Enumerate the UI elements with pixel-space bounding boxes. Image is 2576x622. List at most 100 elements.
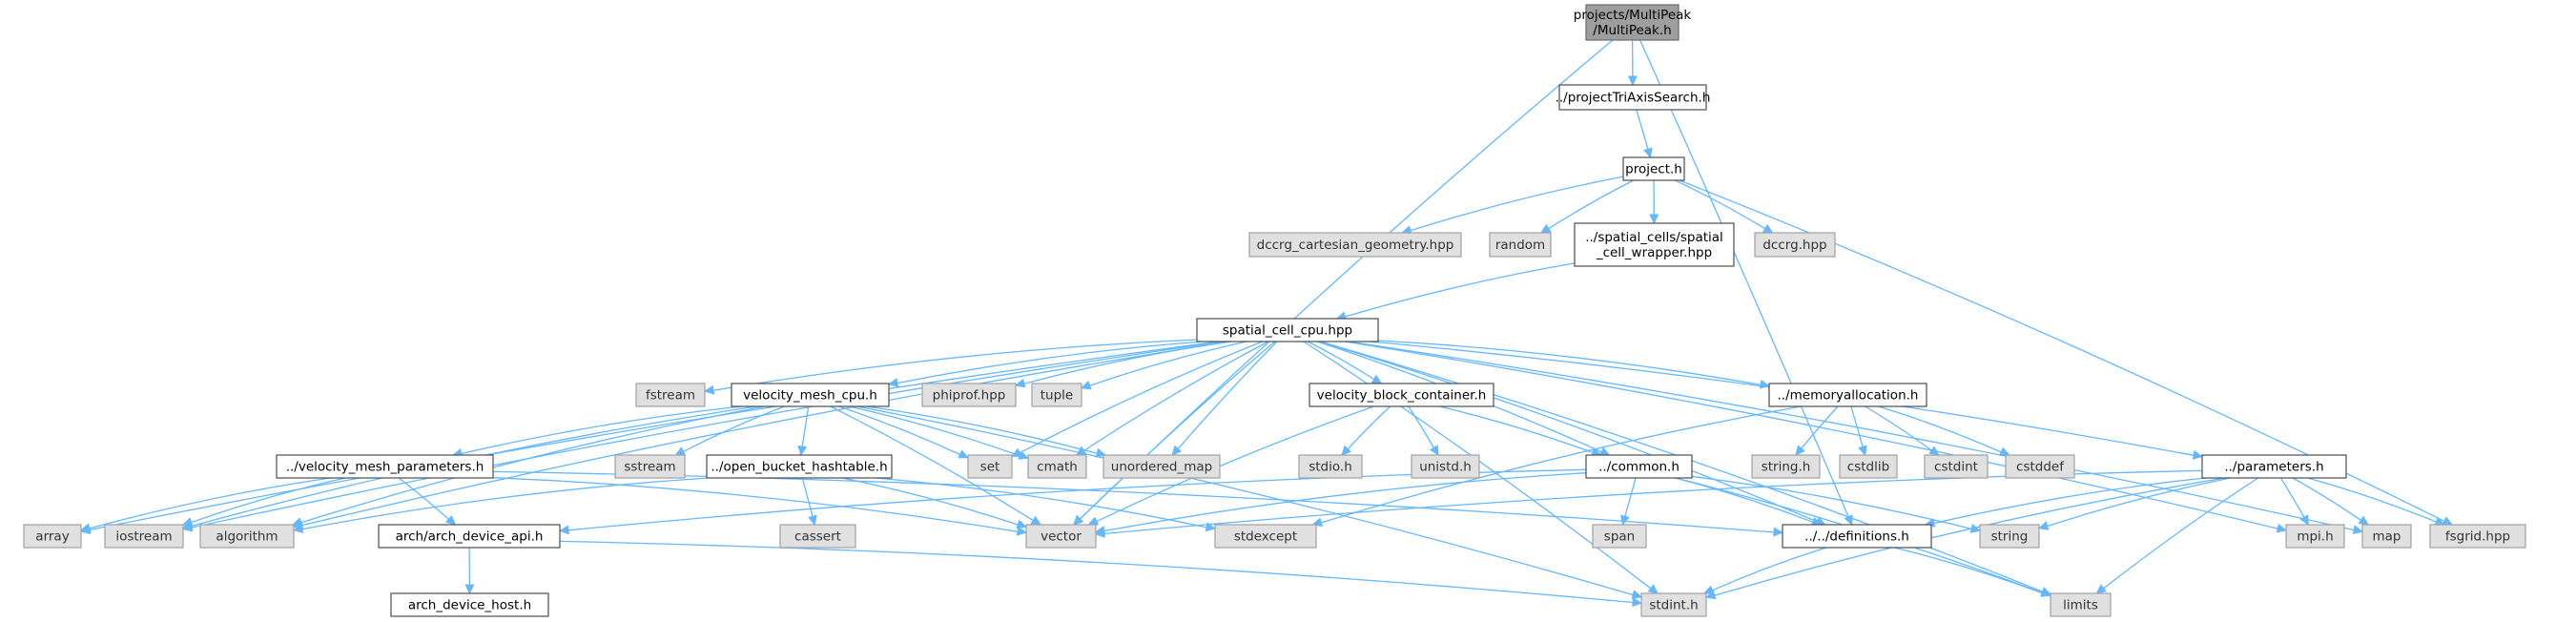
node-archapi[interactable]: arch/arch_device_api.h xyxy=(378,524,561,549)
node-label: ../velocity_mesh_parameters.h xyxy=(286,460,484,475)
node-box xyxy=(390,592,549,617)
node-label: arch/arch_device_api.h xyxy=(396,529,544,545)
edge-vbc-to-common xyxy=(1439,405,1602,457)
node-algorithm: algorithm xyxy=(199,524,295,549)
node-box xyxy=(1574,222,1735,267)
node-cmath: cmath xyxy=(1027,454,1087,479)
node-label: ../spatial_cells/spatial xyxy=(1585,230,1723,245)
edge-archapi-to-stdint xyxy=(559,540,1643,608)
edge-scc-to-algorithm xyxy=(292,341,1230,529)
edge-params-to-fsgrid xyxy=(2307,477,2445,527)
node-label: arch_device_host.h xyxy=(408,598,531,613)
edge-vmc-to-vmp xyxy=(451,405,743,458)
edge-obh-to-cassert xyxy=(801,477,817,527)
node-layer: projects/MultiPeak/MultiPeak.h ../project… xyxy=(23,4,2526,617)
edge-scc-to-vector xyxy=(1072,341,1276,526)
node-label: dccrg.hpp xyxy=(1762,238,1826,253)
node-vector: vector xyxy=(1025,524,1097,549)
edge-vbc-to-stdio xyxy=(1341,405,1391,456)
edge-vmc-to-umap xyxy=(866,405,1107,458)
node-limits: limits xyxy=(2050,592,2112,617)
node-box xyxy=(2201,454,2347,479)
node-wrapper[interactable]: ../spatial_cells/spatial_cell_wrapper.hp… xyxy=(1574,222,1735,267)
node-defs[interactable]: ../../definitions.h xyxy=(1782,524,1932,549)
node-vmp[interactable]: ../velocity_mesh_parameters.h xyxy=(276,454,494,479)
node-vmc[interactable]: velocity_mesh_cpu.h xyxy=(731,383,890,407)
node-label: ../memoryallocation.h xyxy=(1778,388,1919,404)
edge-obh-to-vector xyxy=(841,477,1028,529)
node-common[interactable]: ../common.h xyxy=(1585,454,1693,479)
node-label: limits xyxy=(2063,598,2098,613)
node-box xyxy=(1751,454,1821,479)
node-box xyxy=(23,524,82,549)
edge-memalloc-to-stringh xyxy=(1795,405,1839,456)
edge-vbc-to-unistd xyxy=(1408,405,1439,457)
node-project[interactable]: project.h xyxy=(1622,156,1685,181)
node-label: fsgrid.hpp xyxy=(2445,529,2510,545)
node-box xyxy=(731,383,890,407)
node-box xyxy=(921,383,1017,407)
node-box xyxy=(635,383,706,407)
node-stdexcept: stdexcept xyxy=(1214,524,1317,549)
edge-defs-to-limits xyxy=(1893,547,2052,597)
node-label: ../open_bucket_hashtable.h xyxy=(711,460,887,475)
node-root[interactable]: projects/MultiPeak/MultiPeak.h xyxy=(1574,4,1692,41)
node-box xyxy=(1839,454,1898,479)
edge-memalloc-to-cstdint xyxy=(1865,405,1940,456)
node-cstdint: cstdint xyxy=(1924,454,1989,479)
node-box xyxy=(1585,4,1680,41)
node-box xyxy=(1754,232,1836,258)
node-label: ../projectTriAxisSearch.h xyxy=(1556,91,1711,106)
node-box xyxy=(1979,524,2040,549)
node-box xyxy=(199,524,295,549)
node-box xyxy=(1489,232,1552,258)
edge-vmp-to-vector xyxy=(492,477,1028,536)
node-projTri[interactable]: ../projectTriAxisSearch.h xyxy=(1556,84,1711,111)
node-box xyxy=(1411,454,1480,479)
edge-archapi-to-archhost xyxy=(464,547,475,595)
node-params[interactable]: ../parameters.h xyxy=(2201,454,2347,479)
node-span: span xyxy=(1592,524,1647,549)
edge-wrapper-to-scc xyxy=(1335,262,1576,321)
edge-vmp-to-array xyxy=(79,477,331,533)
node-cassert: cassert xyxy=(779,524,856,549)
edge-scc-to-vbc xyxy=(1307,341,1383,384)
edge-layer xyxy=(79,39,2454,608)
edge-vmc-to-cmath xyxy=(849,405,1030,460)
node-label: iostream xyxy=(115,529,172,545)
node-scc[interactable]: spatial_cell_cpu.hpp xyxy=(1196,318,1379,342)
node-box xyxy=(1214,524,1317,549)
node-label: vector xyxy=(1041,529,1082,545)
node-label: velocity_mesh_cpu.h xyxy=(743,388,877,404)
node-memalloc[interactable]: ../memoryallocation.h xyxy=(1768,383,1927,407)
node-dccrgcart: dccrg_cartesian_geometry.hpp xyxy=(1248,232,1462,258)
node-box xyxy=(1558,84,1707,111)
node-mpi: mpi.h xyxy=(2285,524,2345,549)
edge-params-to-defs xyxy=(1924,477,2206,528)
node-vbc[interactable]: velocity_block_container.h xyxy=(1309,383,1494,407)
node-box xyxy=(1622,156,1685,181)
node-label: projects/MultiPeak xyxy=(1574,8,1692,23)
edge-params-to-mpi xyxy=(2280,477,2309,527)
node-box xyxy=(706,454,893,479)
node-label: tuple xyxy=(1041,388,1073,404)
node-label: cstdlib xyxy=(1847,460,1889,475)
edge-root-to-projTri xyxy=(1627,39,1638,87)
node-random: random xyxy=(1489,232,1552,258)
node-label: unistd.h xyxy=(1419,460,1472,475)
node-label: cassert xyxy=(794,529,841,545)
node-box xyxy=(2005,454,2075,479)
node-label: dccrg_cartesian_geometry.hpp xyxy=(1257,238,1454,253)
edge-project-to-random xyxy=(1539,179,1635,234)
node-box xyxy=(1025,524,1097,549)
edge-common-to-string xyxy=(1691,475,1982,533)
node-label: phiprof.hpp xyxy=(933,388,1006,404)
node-box xyxy=(104,524,184,549)
node-archhost[interactable]: arch_device_host.h xyxy=(390,592,549,617)
node-label: unordered_map xyxy=(1111,460,1212,475)
edge-vmc-to-stdint xyxy=(856,405,1643,599)
node-obh[interactable]: ../open_bucket_hashtable.h xyxy=(706,454,893,479)
node-box xyxy=(2050,592,2112,617)
edge-memalloc-to-cstddef xyxy=(1878,405,2010,456)
